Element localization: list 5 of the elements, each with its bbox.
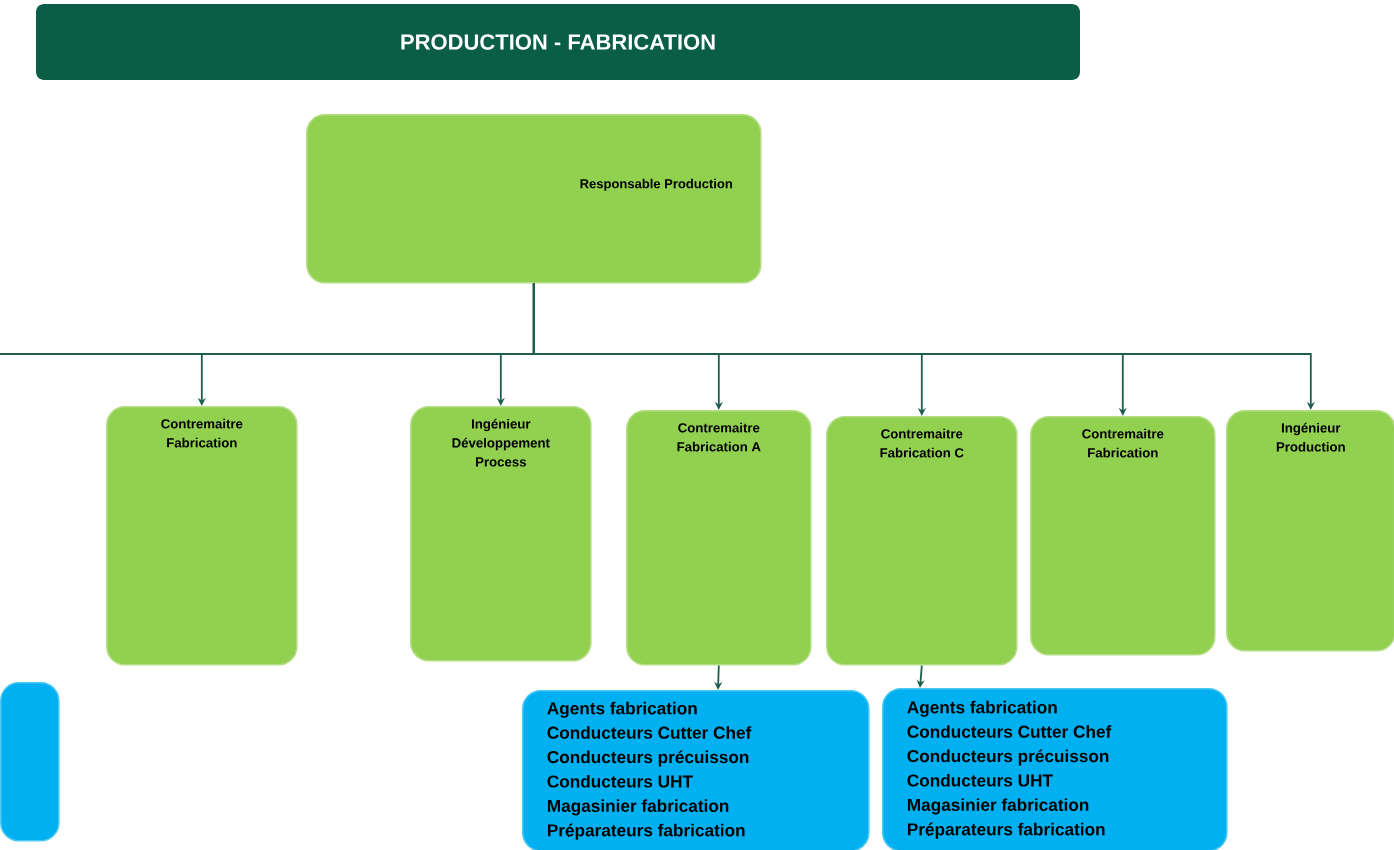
team-box (0, 682, 60, 842)
connector-arrow (532, 282, 1315, 410)
team-box: Agents fabrication Conducteurs Cutter Chef Conducteurs précuisson Conducteurs UHT Magasinier fabrication Préparateurs fabrication (522, 690, 870, 850)
title-banner: PRODUCTION - FABRICATION (36, 4, 1080, 80)
team-box: Agents fabrication Conducteurs Cutter Chef Conducteurs précuisson Conducteurs UHT Magasinier fabrication Préparateurs fabrication (882, 688, 1228, 850)
